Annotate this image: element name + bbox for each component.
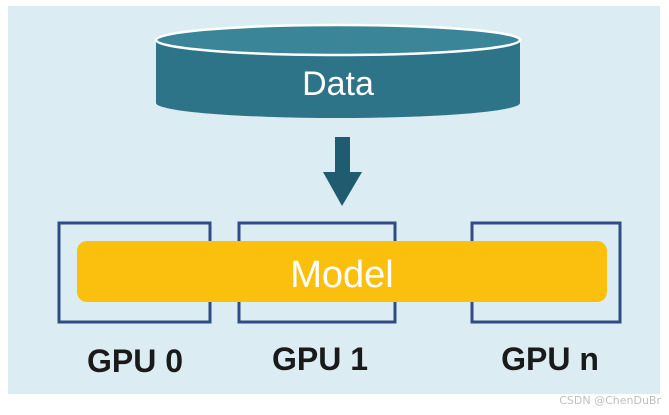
cylinder-body bbox=[156, 40, 520, 118]
gpu-label-n: GPU n bbox=[501, 341, 599, 377]
data-cylinder: Data bbox=[154, 23, 522, 118]
watermark: CSDN @ChenDuBr bbox=[559, 394, 661, 407]
gpu-label-0: GPU 0 bbox=[87, 343, 183, 379]
model-bar bbox=[77, 241, 607, 302]
arrow-head bbox=[323, 172, 362, 206]
data-label: Data bbox=[302, 65, 374, 103]
cylinder-top bbox=[154, 23, 522, 57]
gpu-label-1: GPU 1 bbox=[272, 341, 368, 377]
arrow-shaft bbox=[335, 137, 350, 175]
down-arrow-icon bbox=[323, 137, 362, 206]
model-label: Model bbox=[290, 254, 394, 296]
